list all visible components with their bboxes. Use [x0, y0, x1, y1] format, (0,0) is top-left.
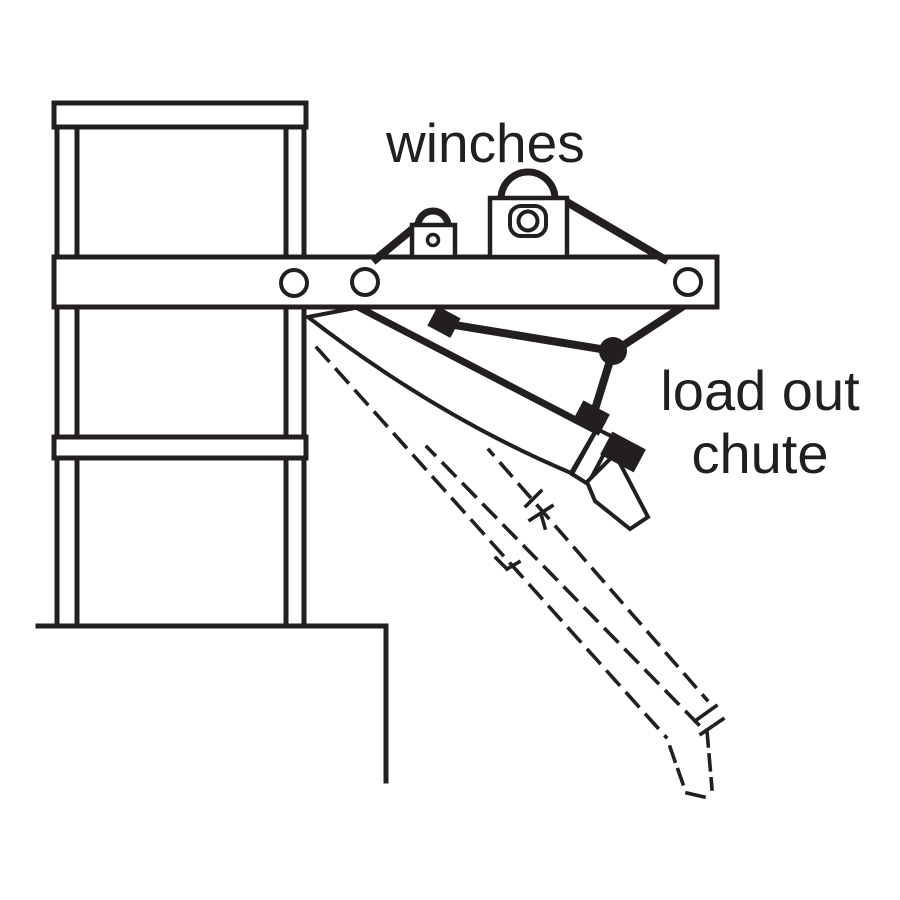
chute-lower-bracket — [572, 400, 610, 436]
link-bracket-to-pulley — [443, 319, 618, 356]
storage-tower — [51, 100, 309, 629]
beam-pin-hole — [350, 267, 380, 297]
chute-spout — [584, 450, 651, 532]
small-winch-axle — [425, 232, 441, 248]
dashed-bracket-tick — [504, 559, 522, 572]
dashed-joint-tick — [523, 488, 544, 509]
winches-label: winches — [386, 112, 585, 174]
tower-middle-band — [51, 434, 309, 461]
load-out-chute-label: load out chute — [660, 359, 860, 485]
dashed-spout-bottom-edge — [684, 790, 707, 800]
large-winch-axle — [516, 209, 540, 233]
large-winch-cable — [559, 195, 670, 265]
cable-beam-to-pulley — [610, 301, 688, 356]
large-winch — [487, 168, 570, 260]
small-winch-drum-dome — [414, 207, 452, 230]
chute-rigging — [427, 301, 688, 473]
chute-collar-bracket — [600, 431, 646, 473]
dashed-spout-left-edge — [667, 744, 687, 790]
dashed-chute-rail — [486, 447, 710, 703]
chute-top-rail — [355, 303, 598, 434]
dashed-chute-lower-edge — [424, 444, 703, 729]
dashed-collar-tick — [698, 716, 726, 737]
beam-body — [51, 254, 720, 310]
winch-cables-upper — [370, 195, 670, 265]
large-winch-drum-dome — [497, 168, 559, 203]
small-winch-cable — [370, 221, 421, 265]
tower-top-cap — [51, 100, 309, 130]
winch-beam — [51, 254, 720, 310]
beam-pin-hole — [279, 268, 309, 298]
dashed-joint-tick — [538, 511, 548, 531]
chute-body — [303, 304, 599, 476]
loadout-chute-raised — [303, 303, 651, 532]
pulley-block — [599, 337, 627, 365]
dashed-chute-upper-edge — [314, 345, 669, 740]
beam-pin-hole — [673, 267, 703, 297]
ground-line — [35, 623, 389, 784]
dashed-collar-tick — [692, 703, 719, 724]
chute-upper-bracket — [427, 306, 461, 338]
dashed-spout-right-edge — [705, 729, 714, 791]
dashed-bracket-tick — [493, 555, 510, 572]
loadout-chute-lowered-dashed — [314, 345, 726, 800]
small-winch — [409, 207, 458, 260]
